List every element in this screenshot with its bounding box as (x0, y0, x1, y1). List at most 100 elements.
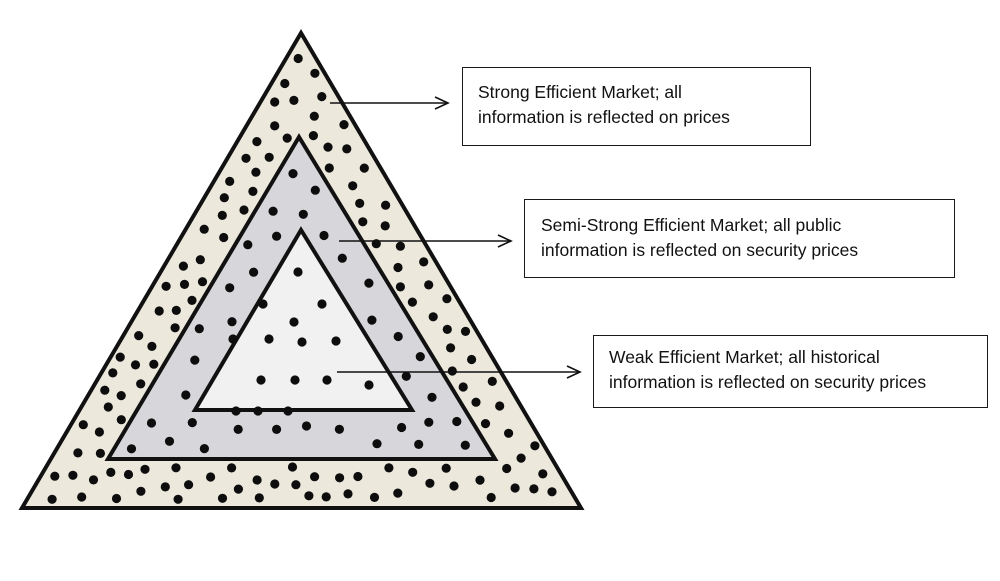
dot (309, 111, 319, 121)
dot (228, 334, 238, 344)
dot (339, 120, 349, 130)
dot (73, 448, 83, 458)
dot (290, 375, 300, 385)
dot (393, 488, 403, 498)
dot (217, 493, 228, 503)
dot (248, 186, 258, 196)
dot (449, 481, 459, 491)
dot (171, 305, 181, 315)
dot (268, 206, 278, 216)
dot (253, 406, 263, 416)
dot (187, 295, 197, 305)
weak-form-label-box: Weak Efficient Market; all historical in… (593, 335, 988, 408)
dot (264, 152, 274, 162)
dot (380, 221, 390, 231)
weak-form-label-line-1: Weak Efficient Market; all historical (609, 347, 880, 367)
dot (414, 439, 424, 449)
dot (364, 380, 374, 390)
dot (288, 169, 298, 179)
dot (94, 427, 104, 437)
dot (323, 142, 333, 152)
dot (178, 261, 188, 271)
dot (401, 371, 411, 381)
weak-form-label-line-2: information is reflected on security pri… (609, 372, 927, 392)
dot (441, 463, 451, 473)
dot (68, 470, 78, 480)
dot (460, 326, 471, 336)
dot (217, 210, 227, 220)
dot (308, 131, 318, 141)
dot (321, 492, 331, 502)
dot (197, 277, 208, 287)
dot (310, 472, 320, 482)
dot (424, 417, 434, 427)
dot (272, 231, 282, 241)
dot (181, 390, 191, 400)
dot (77, 492, 87, 502)
dot (331, 336, 341, 346)
dot (227, 317, 237, 327)
dot (206, 472, 216, 482)
dot (343, 489, 353, 499)
dot (367, 315, 377, 325)
dot (179, 279, 190, 289)
dot (256, 375, 266, 385)
dot (225, 176, 235, 186)
dot (287, 462, 298, 472)
dot (460, 440, 470, 450)
dot (419, 257, 429, 267)
dot (123, 469, 134, 480)
dot (372, 439, 382, 449)
dot (408, 467, 418, 477)
dot (304, 491, 314, 501)
dot (480, 419, 491, 429)
dot (280, 78, 290, 89)
dot (289, 317, 299, 327)
dot (369, 492, 380, 502)
dot (231, 406, 241, 416)
dot (227, 463, 237, 473)
dot (225, 283, 235, 293)
dot (487, 376, 497, 386)
dot (317, 299, 327, 309)
dot (219, 232, 229, 243)
dot (495, 401, 505, 411)
dot (504, 428, 514, 438)
dot (106, 467, 116, 477)
dot (427, 392, 437, 402)
dot (47, 494, 57, 504)
dot (358, 217, 368, 227)
dot (381, 200, 391, 210)
dot (428, 312, 438, 322)
dot (136, 379, 146, 389)
dot (190, 355, 200, 365)
dot (547, 487, 557, 497)
dot (516, 453, 526, 463)
dot (393, 262, 403, 273)
dot (136, 486, 146, 496)
dot (348, 181, 358, 191)
dot (95, 448, 105, 458)
semi-strong-form-label-box: Semi-Strong Efficient Market; all public… (524, 199, 955, 278)
dot (134, 331, 144, 341)
dot (199, 224, 209, 234)
dot (251, 167, 261, 177)
dot (171, 463, 181, 473)
dot (116, 391, 126, 401)
dot (243, 240, 253, 250)
dot (50, 471, 60, 481)
dot (384, 463, 394, 473)
dot (353, 471, 363, 482)
semi-strong-form-label-line-1: Semi-Strong Efficient Market; all public (541, 215, 842, 235)
dot (424, 280, 434, 290)
dot (425, 478, 435, 488)
dot (395, 282, 405, 292)
dot (301, 421, 312, 431)
dot (130, 360, 141, 370)
dot (147, 341, 157, 351)
dot (355, 198, 365, 208)
dot (160, 482, 170, 492)
dot (342, 144, 352, 154)
dot (291, 480, 301, 490)
dot (270, 97, 280, 107)
